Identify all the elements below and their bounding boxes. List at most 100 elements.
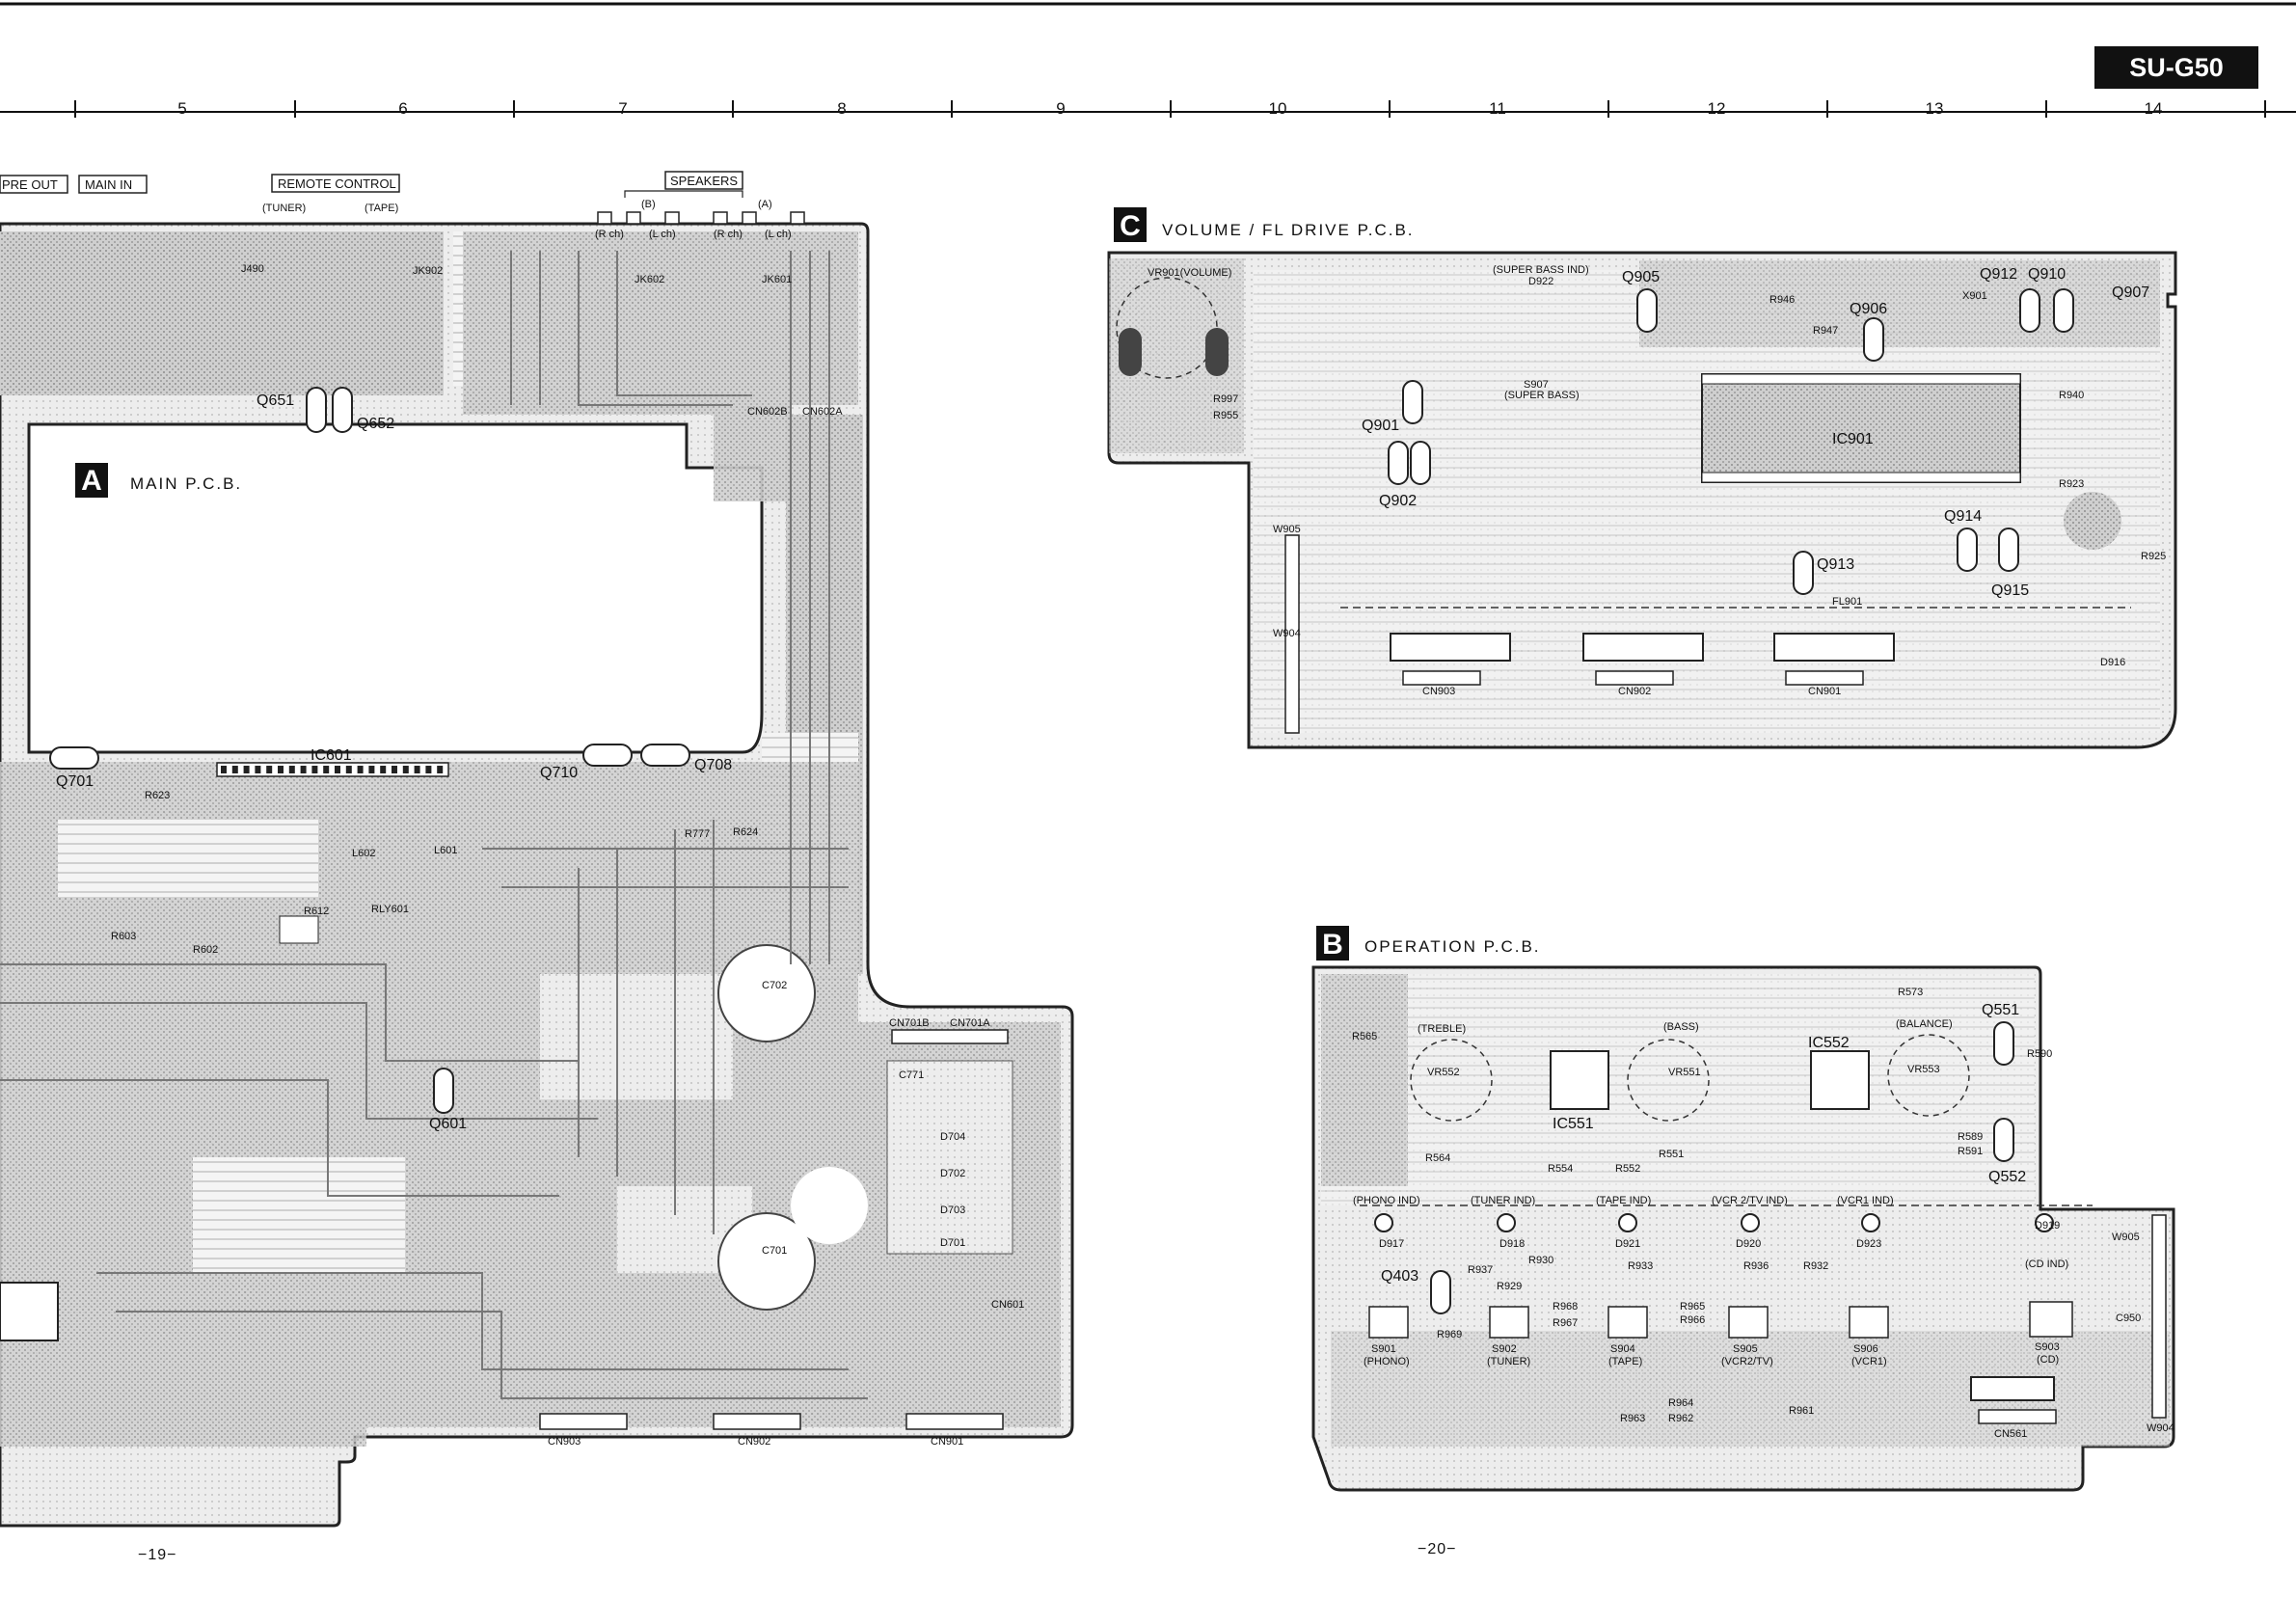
label-vol-w905: W905 xyxy=(1273,524,1301,535)
label-r591: R591 xyxy=(1958,1146,1983,1157)
label-spk-a: (A) xyxy=(758,199,772,210)
label-s906: S906 xyxy=(1853,1343,1878,1355)
ic601-pin xyxy=(243,766,250,773)
label-cn602b: CN602B xyxy=(747,406,788,418)
label-r964: R964 xyxy=(1668,1397,1693,1409)
label-r777: R777 xyxy=(685,828,710,840)
label-d921: D921 xyxy=(1615,1238,1640,1250)
label-r624: R624 xyxy=(733,826,758,838)
label-vol-w904: W904 xyxy=(1273,628,1301,639)
label-tuner: (TUNER) xyxy=(1487,1356,1530,1367)
label-q912: Q912 xyxy=(1980,266,2017,283)
label-r552: R552 xyxy=(1615,1163,1640,1175)
label-q403: Q403 xyxy=(1381,1268,1418,1285)
label-vr551: VR551 xyxy=(1668,1067,1701,1078)
label-tape-ind: (TAPE IND) xyxy=(1596,1195,1651,1206)
label-main-cn901: CN901 xyxy=(931,1436,963,1448)
label-cd: (CD) xyxy=(2037,1354,2059,1366)
label-q551: Q551 xyxy=(1982,1002,2019,1018)
label-s907: S907 xyxy=(1524,379,1549,391)
label-treble: (TREBLE) xyxy=(1418,1023,1466,1035)
grid-column-7: 7 xyxy=(618,99,627,118)
label-jk601: JK601 xyxy=(762,274,792,285)
ic601-pin xyxy=(368,766,375,773)
label-q652: Q652 xyxy=(357,416,394,432)
ic601-pin xyxy=(311,766,318,773)
ic601-pin xyxy=(255,766,261,773)
label-cn601: CN601 xyxy=(991,1299,1024,1311)
label-lch-a: (L ch) xyxy=(765,229,792,240)
label-q907: Q907 xyxy=(2112,284,2149,301)
label-r966: R966 xyxy=(1680,1314,1705,1326)
label-r925: R925 xyxy=(2141,551,2166,562)
label-vr553: VR553 xyxy=(1907,1064,1940,1075)
board-a-badge xyxy=(75,463,108,498)
grid-ticks xyxy=(74,100,2266,118)
label-cn701a: CN701A xyxy=(950,1017,990,1029)
label-r968: R968 xyxy=(1553,1301,1578,1313)
label-cn602a: CN602A xyxy=(802,406,843,418)
label-d920: D920 xyxy=(1736,1238,1761,1250)
label-r936: R936 xyxy=(1743,1260,1769,1272)
label-r946: R946 xyxy=(1769,294,1795,306)
ic601-pin xyxy=(300,766,307,773)
label-d922: D922 xyxy=(1528,276,1553,287)
ic601-pin xyxy=(288,766,295,773)
ic601-pin xyxy=(323,766,330,773)
label-q701: Q701 xyxy=(56,773,94,790)
label-vol-cn902: CN902 xyxy=(1618,686,1651,697)
label-r965: R965 xyxy=(1680,1301,1705,1313)
label-pre-out: PRE OUT xyxy=(2,177,58,192)
model-badge: SU-G50 xyxy=(2094,46,2258,89)
ic601-pin xyxy=(425,766,432,773)
label-q651: Q651 xyxy=(257,392,294,409)
label-main-cn903: CN903 xyxy=(548,1436,581,1448)
label-vcr1: (VCR1) xyxy=(1851,1356,1887,1367)
ic601-pin xyxy=(335,766,340,773)
label-r969: R969 xyxy=(1437,1329,1462,1340)
label-s902: S902 xyxy=(1492,1343,1517,1355)
board-a-letter: A xyxy=(81,465,102,497)
label-ic551: IC551 xyxy=(1553,1116,1594,1132)
label-r564: R564 xyxy=(1425,1152,1450,1164)
label-x901: X901 xyxy=(1962,290,1987,302)
label-r603: R603 xyxy=(111,931,136,942)
label-vol-cn901: CN901 xyxy=(1808,686,1841,697)
label-r962: R962 xyxy=(1668,1413,1693,1424)
label-main-in: MAIN IN xyxy=(85,177,132,192)
label-tuner-jack: (TUNER) xyxy=(262,203,306,214)
ic601-pin xyxy=(357,766,364,773)
ic601-pin xyxy=(414,766,420,773)
label-q902: Q902 xyxy=(1379,493,1417,509)
label-speakers: SPEAKERS xyxy=(670,174,738,188)
label-vcr1-ind: (VCR1 IND) xyxy=(1837,1195,1894,1206)
label-c771: C771 xyxy=(899,1069,924,1081)
label-r923: R923 xyxy=(2059,478,2084,490)
label-d923: D923 xyxy=(1856,1238,1881,1250)
label-tape-jack: (TAPE) xyxy=(365,203,398,214)
label-super-bass-ind: (SUPER BASS IND) xyxy=(1493,264,1589,276)
grid-column-9: 9 xyxy=(1056,99,1065,118)
label-cn561: CN561 xyxy=(1994,1428,2027,1440)
label-r623: R623 xyxy=(145,790,170,801)
ic601-pin xyxy=(392,766,397,773)
board-a-title: MAIN P.C.B. xyxy=(130,474,242,493)
label-q552: Q552 xyxy=(1988,1169,2026,1185)
page-number-right: −20− xyxy=(1418,1541,1457,1557)
grid-column-11: 11 xyxy=(1489,99,1506,118)
label-main-cn902: CN902 xyxy=(738,1436,770,1448)
label-rch-b: (R ch) xyxy=(595,229,624,240)
label-r961: R961 xyxy=(1789,1405,1814,1417)
board-b-badge xyxy=(1316,926,1349,961)
board-c-badge xyxy=(1114,207,1147,242)
label-vcr2tv: (VCR2/TV) xyxy=(1721,1356,1773,1367)
label-r937: R937 xyxy=(1468,1264,1493,1276)
label-fl901: FL901 xyxy=(1832,596,1862,608)
label-tuner-ind: (TUNER IND) xyxy=(1471,1195,1535,1206)
label-ic552: IC552 xyxy=(1808,1035,1850,1051)
label-q905: Q905 xyxy=(1622,269,1660,285)
label-q913: Q913 xyxy=(1817,556,1854,573)
label-d916: D916 xyxy=(2100,657,2125,668)
ic601-pin xyxy=(437,766,444,773)
